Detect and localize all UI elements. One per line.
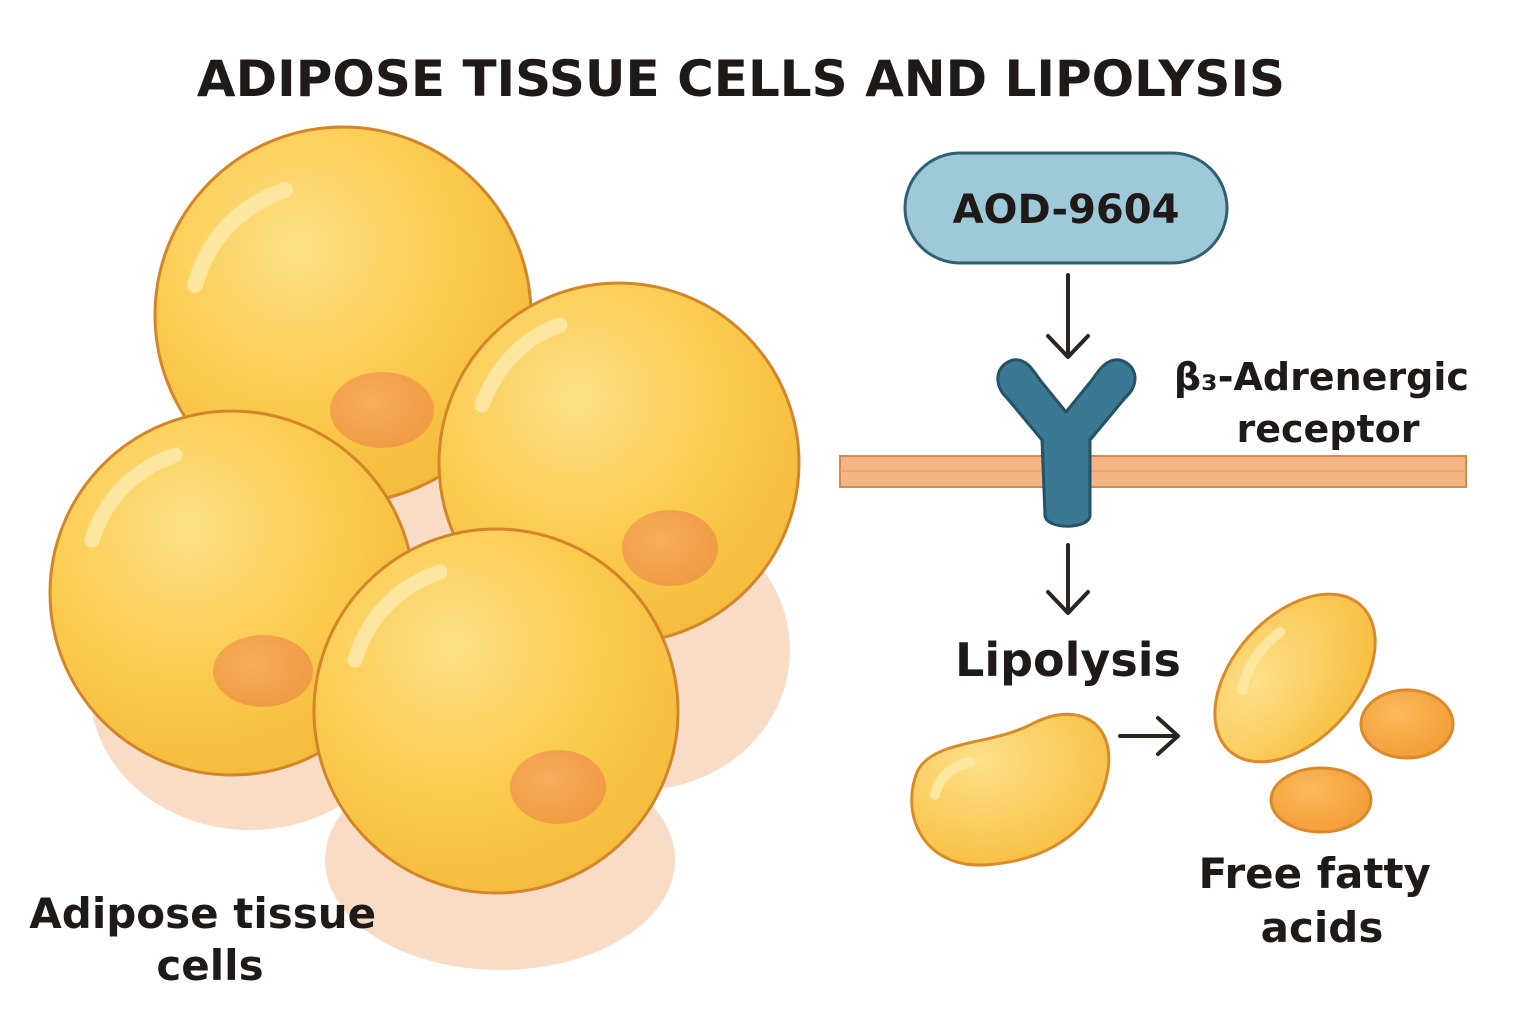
adipose-cell-cluster xyxy=(48,125,801,970)
cell-nucleus xyxy=(213,635,313,707)
lipolysis-label: Lipolysis xyxy=(955,633,1181,687)
cell-nucleus xyxy=(510,750,606,824)
free-fatty-acid-droplets xyxy=(1213,592,1455,834)
cell-highlight xyxy=(474,317,568,413)
cell-highlight xyxy=(347,564,448,668)
fatty-acid-droplet-large xyxy=(1213,592,1377,764)
arrow-down-icon xyxy=(1046,543,1090,615)
drug-label: AOD-9604 xyxy=(953,187,1180,233)
cell-membrane xyxy=(839,455,1467,488)
cell-highlight xyxy=(84,447,183,548)
beta3-receptor-icon xyxy=(996,358,1137,528)
fatty-acids-label: Free fatty acids xyxy=(1198,849,1445,952)
droplet-highlight xyxy=(930,757,975,800)
diagram-title: ADIPOSE TISSUE CELLS AND LIPOLYSIS xyxy=(197,50,1285,108)
lipid-droplet xyxy=(910,712,1111,867)
fatty-acids-label-line1: Free fatty xyxy=(1198,849,1430,898)
receptor-label-line2: receptor xyxy=(1236,407,1419,451)
droplet-highlight xyxy=(1237,627,1285,695)
cell-nucleus xyxy=(622,510,718,586)
receptor-label-line1: β₃-Adrenergic xyxy=(1174,355,1469,399)
arrow-right-icon xyxy=(1118,716,1180,756)
fatty-acid-droplet-small xyxy=(1269,766,1373,834)
arrow-down-icon xyxy=(1046,273,1090,359)
cell-nucleus xyxy=(330,372,434,448)
drug-pill-shape xyxy=(903,151,1229,265)
adipose-cell-bottom xyxy=(312,527,680,895)
drug-pill: AOD-9604 xyxy=(903,151,1229,265)
fatty-acid-droplet-small xyxy=(1359,688,1455,760)
cluster-label-line2: cells xyxy=(156,941,263,990)
cluster-label-line1: Adipose tissue xyxy=(29,889,376,938)
cluster-label: Adipose tissue cells xyxy=(29,889,390,990)
receptor-label: β₃-Adrenergic receptor xyxy=(1174,355,1482,451)
cell-highlight xyxy=(187,182,293,293)
fatty-acids-label-line2: acids xyxy=(1261,903,1384,952)
